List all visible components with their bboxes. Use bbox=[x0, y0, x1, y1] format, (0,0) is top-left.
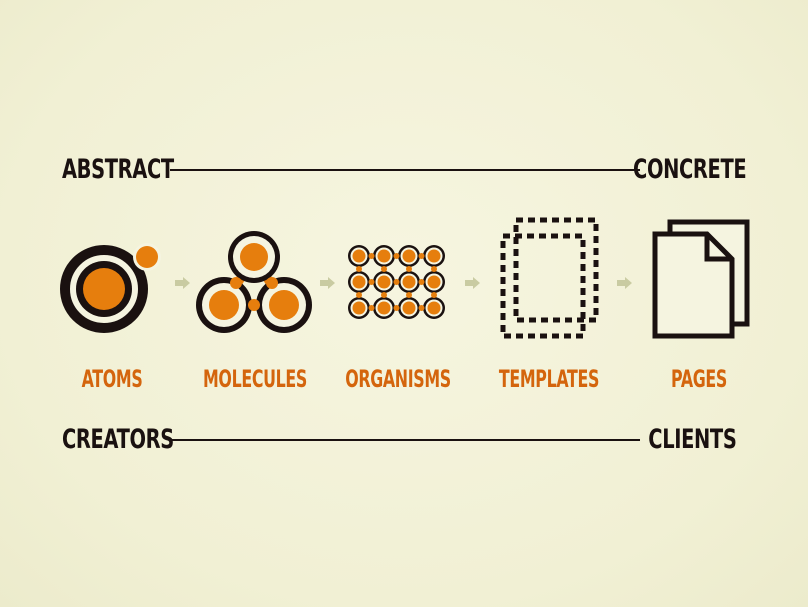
organism-node bbox=[348, 297, 370, 319]
molecule-icon bbox=[196, 231, 312, 333]
atom-icon bbox=[60, 243, 161, 333]
creators-label: CREATORS bbox=[62, 424, 174, 455]
creators-clients-line bbox=[170, 439, 640, 441]
organism-node bbox=[423, 297, 445, 319]
organism-node bbox=[398, 271, 420, 293]
stage-label-molecules: MOLECULES bbox=[203, 365, 307, 393]
arrow-right-icon bbox=[465, 277, 480, 289]
template-icon bbox=[500, 217, 599, 339]
organism-node bbox=[348, 271, 370, 293]
organism-icon bbox=[348, 245, 445, 319]
stage-label-templates: TEMPLATES bbox=[498, 365, 600, 393]
pages-icon bbox=[652, 219, 750, 339]
arrow-right-icon bbox=[175, 277, 190, 289]
stage-label-pages: PAGES bbox=[671, 365, 727, 393]
stage-label-organisms: ORGANISMS bbox=[345, 365, 451, 393]
organism-node bbox=[373, 271, 395, 293]
organism-node bbox=[398, 245, 420, 267]
arrow-right-icon bbox=[320, 277, 335, 289]
organism-node bbox=[423, 271, 445, 293]
stage-label-atoms: ATOMS bbox=[81, 365, 143, 393]
clients-label: CLIENTS bbox=[647, 424, 737, 455]
organism-node bbox=[373, 297, 395, 319]
organism-node bbox=[423, 245, 445, 267]
organism-node bbox=[348, 245, 370, 267]
arrow-right-icon bbox=[617, 277, 632, 289]
organism-node bbox=[373, 245, 395, 267]
concrete-label: CONCRETE bbox=[632, 154, 747, 185]
abstract-label: ABSTRACT bbox=[62, 154, 174, 185]
organism-node bbox=[398, 297, 420, 319]
abstract-concrete-line bbox=[170, 169, 640, 171]
